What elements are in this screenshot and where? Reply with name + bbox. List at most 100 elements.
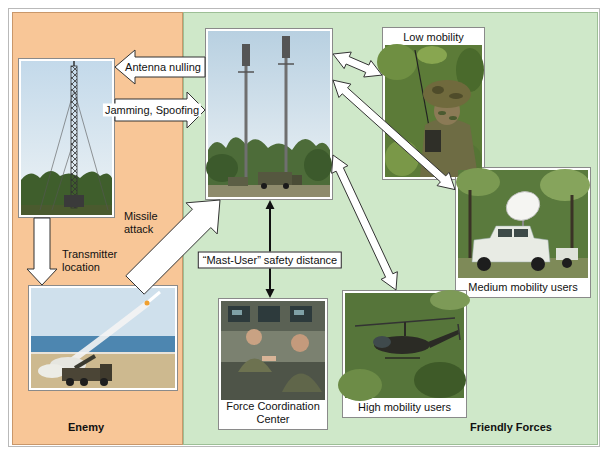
missile (148, 292, 160, 302)
missile-launch-photo (28, 285, 178, 391)
wheel (80, 378, 88, 386)
canopy (414, 362, 466, 398)
ground (21, 205, 112, 215)
lattice-mast (71, 66, 77, 208)
beach (31, 352, 175, 388)
canopy (430, 290, 470, 310)
trailer (228, 177, 248, 186)
mast-pole (285, 42, 288, 182)
block-arrow (333, 52, 382, 77)
tree-trunk (571, 195, 574, 258)
cross-arm (278, 63, 294, 65)
edge-label: Antenna nulling (125, 61, 201, 74)
soldier-head (246, 329, 262, 345)
command-post-art (221, 301, 325, 400)
friendly-mast-art (206, 31, 332, 197)
low-mobility-photo: Low mobility (382, 27, 485, 180)
tree-line (208, 137, 330, 197)
skid (385, 357, 420, 359)
soldier-face (434, 97, 460, 125)
block-arrow (266, 200, 275, 298)
main-rotor (355, 318, 455, 326)
soldier-body (420, 119, 478, 178)
coordination-center-photo: Force Coordination Center (218, 298, 328, 430)
photo-caption: Low mobility (385, 31, 482, 44)
interior (221, 301, 325, 400)
window (514, 229, 528, 237)
smoke-cloud (38, 364, 66, 378)
missile-flame (145, 301, 150, 306)
forest (345, 293, 464, 398)
foliage (456, 48, 484, 92)
wheel (531, 257, 545, 271)
cockpit (373, 336, 391, 348)
ground (208, 185, 330, 197)
face-paint (438, 111, 446, 115)
stub-wing (395, 348, 417, 351)
medium-mobility-photo: Medium mobility users (455, 167, 591, 298)
wheel (261, 183, 267, 189)
soldier-art (377, 44, 484, 177)
satellite-dish (502, 187, 544, 225)
truck (258, 172, 292, 185)
soldier-body (282, 374, 322, 393)
block-arrow (27, 218, 57, 285)
region-label: Friendly Forces (470, 421, 552, 434)
surf (31, 352, 175, 354)
block-arrow (332, 155, 398, 290)
dish-mount (522, 218, 524, 227)
mast-antenna (242, 44, 250, 66)
desk (221, 362, 325, 400)
foliage (385, 140, 419, 176)
helmet-camo (449, 93, 463, 99)
launch-tube (75, 356, 95, 368)
foliage (417, 46, 447, 64)
smoke-trail (70, 303, 148, 362)
hand (262, 356, 276, 361)
truck-cab (292, 175, 302, 185)
guy-wire (52, 140, 74, 210)
equipment-rack (221, 301, 325, 331)
foliage (454, 144, 482, 176)
block-arrow (333, 80, 455, 189)
wheel (562, 258, 572, 268)
missile-art (31, 288, 175, 388)
wheel (66, 378, 74, 386)
edge-label: Missile attack (124, 210, 172, 236)
region-label: Enemy (68, 421, 104, 434)
sky (208, 31, 330, 197)
edge-label: Jamming, Spoofing (103, 104, 201, 117)
launcher-truck (62, 368, 102, 381)
soldier-body (238, 359, 272, 373)
truck-cab (100, 364, 112, 381)
screen-glow (294, 310, 304, 315)
edge-label: Transmitter location (62, 248, 132, 274)
window (498, 229, 512, 237)
high-mobility-photo: High mobility users (342, 290, 467, 418)
tree-line (21, 171, 112, 215)
tail-boom (428, 330, 459, 348)
wheel (100, 378, 108, 386)
humvee-art (456, 168, 590, 278)
edge-label: “Mast-User” safety distance (198, 252, 342, 269)
tree (206, 154, 238, 182)
sky (31, 288, 175, 338)
forest (458, 170, 588, 278)
tail-rotor (458, 324, 460, 340)
canopy (338, 369, 382, 401)
foliage (377, 44, 417, 80)
mast-pole (245, 50, 248, 182)
friendly-mast-photo (205, 28, 333, 200)
trailer (556, 248, 578, 260)
photo-caption: Medium mobility users (458, 281, 588, 294)
enemy-mast-photo (18, 58, 115, 218)
sky (21, 61, 112, 215)
wheel (477, 257, 491, 271)
wheel (283, 183, 289, 189)
photo-caption: Force Coordination Center (221, 400, 325, 426)
rotor-mast (404, 322, 406, 336)
canopy (540, 169, 590, 201)
